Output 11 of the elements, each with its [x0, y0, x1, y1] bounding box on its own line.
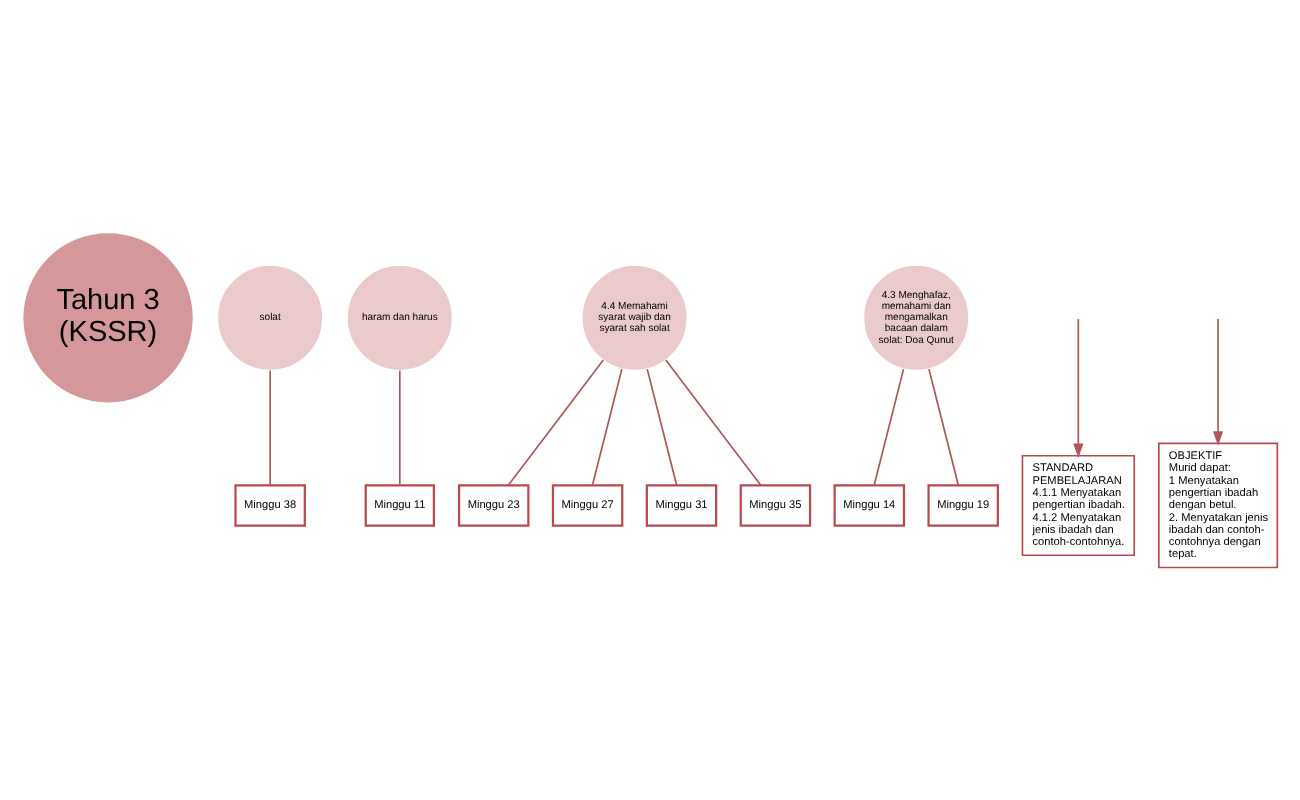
- connector: [928, 368, 960, 486]
- connector: [269, 369, 271, 487]
- connector: [664, 359, 762, 486]
- connector: [398, 369, 401, 487]
- connector: [646, 368, 678, 486]
- connector: [507, 359, 605, 486]
- arrow: [1212, 318, 1224, 446]
- connector: [873, 368, 905, 486]
- connector: [591, 368, 623, 486]
- node-circle: Tahun 3 (KSSR): [22, 232, 194, 404]
- arrow: [1073, 318, 1084, 459]
